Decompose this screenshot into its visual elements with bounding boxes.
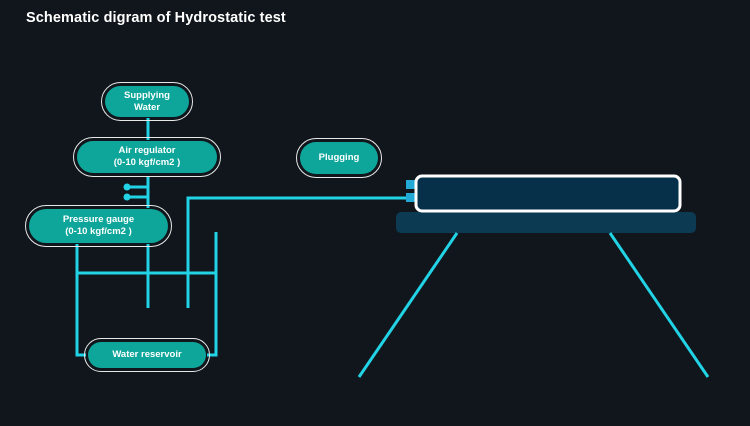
tube-feed-pipe (186, 196, 408, 308)
tube-cap-top (406, 180, 416, 189)
air-regulator-node: Air regulator (0-10 kgf/cm2 ) (73, 137, 221, 177)
plugging-node: Plugging (296, 138, 382, 178)
air-regulator-label: Air regulator (0-10 kgf/cm2 ) (77, 141, 217, 173)
water-reservoir-node: Water reservoir (84, 338, 210, 372)
diagram-title: Schematic digram of Hydrostatic test (26, 10, 286, 26)
supplying-water-node: Supplying Water (101, 82, 193, 121)
test-table-top (396, 212, 696, 233)
right-loop-pipe (207, 232, 218, 357)
table-leg-right (608, 232, 710, 378)
water-reservoir-label: Water reservoir (88, 342, 206, 368)
pressure-gauge-label: Pressure gauge (0-10 kgf/cm2 ) (29, 209, 168, 243)
plugging-label: Plugging (300, 142, 378, 174)
test-tube (414, 174, 682, 213)
valve-knob-1 (123, 183, 131, 191)
valve-knob-2 (123, 193, 131, 201)
supplying-water-label: Supplying Water (105, 86, 189, 117)
left-loop-pipe (75, 244, 86, 357)
tube-cap-bottom (406, 193, 416, 202)
table-leg-left (357, 232, 459, 378)
pressure-gauge-node: Pressure gauge (0-10 kgf/cm2 ) (25, 205, 172, 247)
